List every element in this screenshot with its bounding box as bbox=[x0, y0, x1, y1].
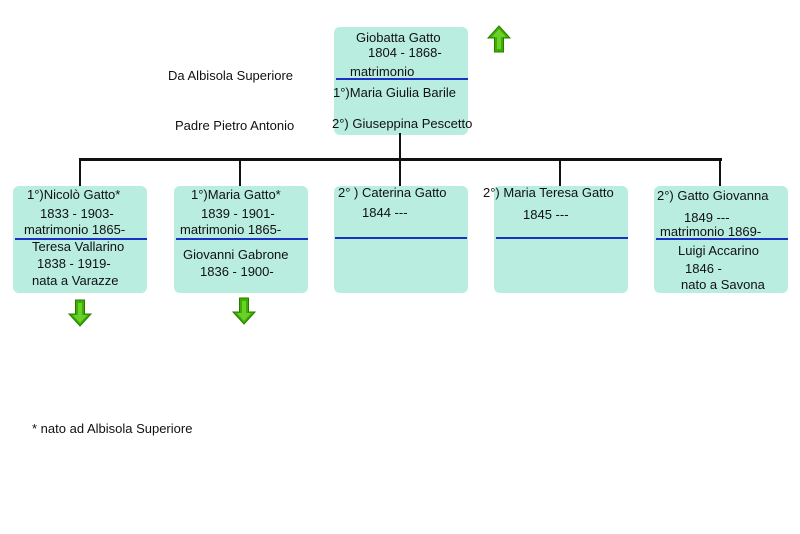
child-name: 1°)Nicolò Gatto* bbox=[27, 187, 121, 202]
spouse-name: Teresa Vallarino bbox=[32, 239, 125, 254]
spouse-dates: 1846 - bbox=[685, 261, 722, 276]
root-person-box[interactable]: Giobatta Gatto 1804 - 1868- matrimonio bbox=[334, 27, 468, 135]
arrow-down-icon[interactable] bbox=[68, 299, 92, 327]
child-box-caterina[interactable]: 2° ) Caterina Gatto 1844 --- bbox=[334, 185, 468, 293]
child-marriage: matrimonio 1865- bbox=[180, 222, 282, 237]
child-name: 2°) Maria Teresa Gatto bbox=[483, 185, 614, 200]
child-dates: 1844 --- bbox=[362, 205, 408, 220]
drop-line-4 bbox=[559, 158, 561, 187]
child-marriage: matrimonio 1865- bbox=[24, 222, 126, 237]
spouse-name: Luigi Accarino bbox=[678, 243, 759, 258]
spouse-name: Giovanni Gabrone bbox=[183, 247, 289, 262]
drop-line-2 bbox=[239, 158, 241, 187]
child-box-maria-teresa[interactable]: 2°) Maria Teresa Gatto 1845 --- bbox=[483, 185, 628, 293]
trunk-line bbox=[399, 133, 401, 160]
spouse-dates: 1836 - 1900- bbox=[200, 264, 274, 279]
footnote: * nato ad Albisola Superiore bbox=[32, 421, 193, 436]
child-name: 1°)Maria Gatto* bbox=[191, 187, 281, 202]
root-name: Giobatta Gatto bbox=[356, 30, 441, 45]
spouse-dates: 1838 - 1919- bbox=[37, 256, 111, 271]
spouse-place: nato a Savona bbox=[681, 277, 765, 292]
child-box-nicolo[interactable]: 1°)Nicolò Gatto* 1833 - 1903- matrimonio… bbox=[13, 186, 147, 293]
drop-line-5 bbox=[719, 158, 721, 187]
child-marriage: matrimonio 1869- bbox=[660, 224, 762, 239]
child-separator bbox=[15, 238, 147, 240]
child-separator bbox=[176, 238, 308, 240]
child-separator bbox=[656, 238, 788, 240]
child-dates: 1849 --- bbox=[684, 210, 730, 225]
child-box-giovanna[interactable]: 2°) Gatto Giovanna 1849 --- matrimonio 1… bbox=[654, 186, 788, 293]
origin-note: Da Albisola Superiore bbox=[168, 68, 294, 83]
child-name: 2° ) Caterina Gatto bbox=[338, 185, 447, 200]
child-separator bbox=[335, 237, 467, 239]
root-dates: 1804 - 1868- bbox=[368, 45, 442, 60]
arrow-down-icon[interactable] bbox=[232, 297, 256, 325]
arrow-up-icon[interactable] bbox=[487, 25, 511, 53]
drop-line-1 bbox=[79, 158, 81, 187]
child-dates: 1839 - 1901- bbox=[201, 206, 275, 221]
root-marriage-label: matrimonio bbox=[350, 64, 415, 79]
child-dates: 1845 --- bbox=[523, 207, 569, 222]
child-dates: 1833 - 1903- bbox=[40, 206, 114, 221]
spouse-place: nata a Varazze bbox=[32, 273, 119, 288]
root-separator bbox=[336, 78, 468, 80]
father-note: Padre Pietro Antonio bbox=[175, 118, 295, 133]
child-separator bbox=[496, 237, 628, 239]
root-wife-2: 2°) Giuseppina Pescetto bbox=[332, 116, 473, 131]
child-box-maria[interactable]: 1°)Maria Gatto* 1839 - 1901- matrimonio … bbox=[174, 186, 308, 293]
drop-line-3 bbox=[399, 158, 401, 187]
root-wife-1: 1°)Maria Giulia Barile bbox=[333, 85, 456, 100]
child-name: 2°) Gatto Giovanna bbox=[657, 188, 769, 203]
